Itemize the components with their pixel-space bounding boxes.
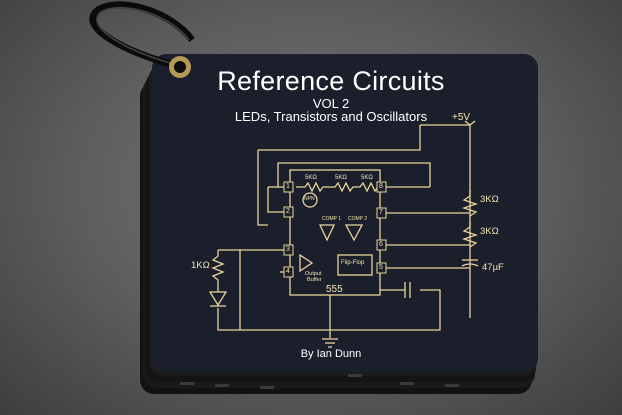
capacitor-label: 47µF [482,262,504,273]
comparator-2-label: COMP 2 [348,216,368,222]
card-subtitle: LEDs, Transistors and Oscillators [234,109,428,124]
internal-resistor-3: 5KΩ [361,175,373,181]
stack-edge-marks [180,374,459,389]
resistor-top-label: 3KΩ [480,194,499,205]
output-buffer-label-2: Buffer [307,277,322,283]
flipflop-label: Flip-Flop [341,260,365,266]
resistor-led-label: 1KΩ [191,260,210,271]
resistor-mid-label: 3KΩ [480,226,499,237]
pin-2: 2 [286,208,290,215]
chip-label: 555 [326,284,343,295]
transistor-label: NPN [304,196,315,202]
internal-resistor-2: 5KΩ [335,175,347,181]
binder-ring [89,1,195,78]
comparator-1-label: COMP 1 [322,216,342,222]
supply-label: +5V [452,112,471,123]
chip-pins [283,181,387,278]
card-author: By Ian Dunn [300,348,362,360]
card-volume: VOL 2 [312,96,350,111]
pin-3: 3 [286,246,290,253]
pin-1: 1 [286,183,290,190]
card-title: Reference Circuits [217,66,445,96]
output-buffer-label-1: Output [305,271,322,277]
internal-resistor-1: 5KΩ [305,175,317,181]
pin-8: 8 [379,183,383,190]
pin-7: 7 [379,209,383,216]
pin-4: 4 [286,268,290,275]
top-card [152,54,538,372]
pin-6: 6 [379,241,383,248]
pin-5: 5 [379,264,383,271]
